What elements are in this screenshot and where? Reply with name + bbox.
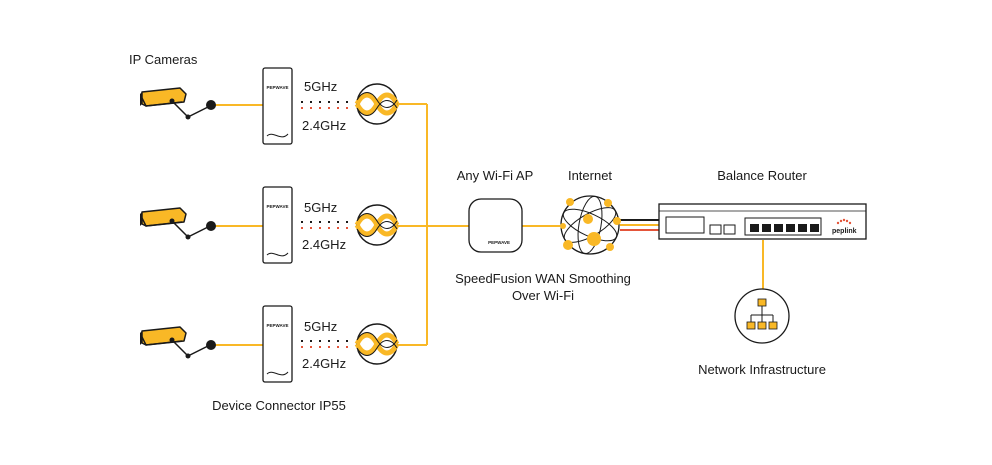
- camera-icon: [140, 326, 216, 359]
- internet-globe-icon: [560, 195, 621, 255]
- device-connector: PEPWAVE: [262, 186, 293, 264]
- wan-ports: [709, 224, 736, 235]
- ip-camera: [140, 87, 216, 120]
- wifi-smoothing-icon: [354, 83, 400, 125]
- dual-band-signal: [301, 101, 348, 109]
- device-connector: PEPWAVE: [262, 305, 293, 383]
- internet-label: Internet: [568, 168, 612, 183]
- camera-icon: [140, 87, 216, 120]
- dual-band-signal: [301, 340, 348, 348]
- ip-camera: [140, 326, 216, 359]
- ap-brand: PEPWAVE: [488, 240, 510, 245]
- network-infrastructure-label: Network Infrastructure: [698, 362, 826, 377]
- speedfusion-label-line2: Over Wi-Fi: [512, 288, 574, 303]
- speedfusion-label-line1: SpeedFusion WAN Smoothing: [455, 271, 631, 286]
- balance-router: peplink: [658, 203, 867, 240]
- band-24ghz-label: 2.4GHz: [302, 118, 346, 133]
- band-5ghz-label: 5GHz: [304, 200, 337, 215]
- wifi-access-point: PEPWAVE: [468, 198, 523, 253]
- network-infrastructure-icon: [734, 288, 790, 344]
- camera-icon: [140, 207, 216, 240]
- wan-cables: [620, 219, 660, 231]
- device-connector-label: Device Connector IP55: [212, 398, 346, 413]
- device-brand: PEPWAVE: [267, 323, 289, 328]
- device-brand: PEPWAVE: [267, 204, 289, 209]
- lan-ports: [750, 224, 819, 232]
- band-24ghz-label: 2.4GHz: [302, 237, 346, 252]
- balance-router-label: Balance Router: [717, 168, 807, 183]
- device-brand: PEPWAVE: [267, 85, 289, 90]
- connection-lines: [211, 103, 764, 346]
- ip-cameras-label: IP Cameras: [129, 52, 198, 67]
- device-connector: PEPWAVE: [262, 67, 293, 145]
- wifi-smoothing-icon: [354, 323, 400, 365]
- ip-camera: [140, 207, 216, 240]
- band-5ghz-label: 5GHz: [304, 319, 337, 334]
- wifi-smoothing-icon: [354, 204, 400, 246]
- band-5ghz-label: 5GHz: [304, 79, 337, 94]
- any-wifi-ap-label: Any Wi-Fi AP: [457, 168, 534, 183]
- router-brand: peplink: [832, 228, 857, 235]
- router-logo-dots: [836, 218, 852, 225]
- band-24ghz-label: 2.4GHz: [302, 356, 346, 371]
- dual-band-signal: [301, 221, 348, 229]
